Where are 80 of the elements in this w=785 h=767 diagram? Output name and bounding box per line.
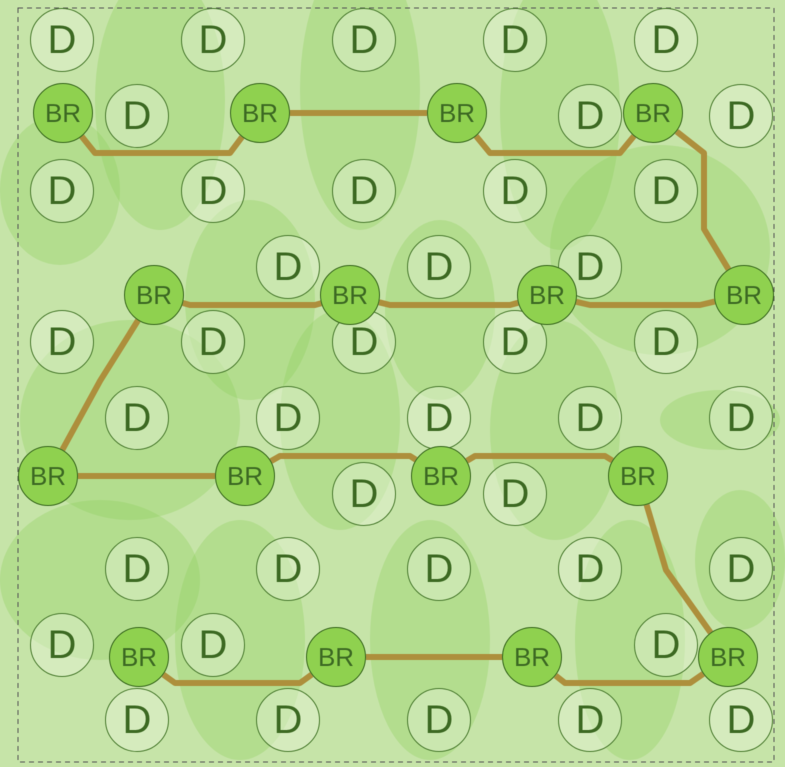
node-label: D [652,624,680,665]
node-label: D [48,20,76,60]
d-node-circle [407,234,471,299]
node-label: BR [120,644,158,670]
node-label: BR [422,463,460,489]
node-label: BR [30,463,66,489]
node-label: BR [710,644,746,670]
node-label: D [576,246,604,287]
node-label: D [48,171,76,212]
route-line [474,134,636,156]
node-label: D [726,700,756,740]
node-label: D [198,20,228,60]
node-label: BR [620,463,656,489]
node-label: D [274,549,302,590]
node-label: BR [332,282,368,308]
node-label: D [500,171,530,212]
route-line [60,318,141,452]
route-line [465,453,614,464]
d-node-circle [181,159,245,224]
node-label: BR [528,282,566,308]
route-line [270,453,418,464]
node-label: D [274,700,302,740]
node-label: BR [226,463,264,489]
node-label: BR [514,644,550,670]
route-line [162,672,314,686]
d-node-circle [181,612,245,677]
d-node-circle [709,386,773,450]
node-label: D [424,246,454,287]
node-label: D [424,549,454,590]
route-line [576,298,716,308]
node-label: D [48,624,76,665]
node-label: D [350,20,378,60]
d-node-circle [407,386,471,450]
node-label: D [726,398,756,438]
route-line [290,110,427,116]
node-label: D [122,398,152,438]
node-label: D [576,549,604,590]
node-label: D [350,322,378,362]
d-node-circle [332,462,396,526]
node-label: D [424,398,454,438]
route-line [366,654,502,660]
node-label: D [652,20,680,60]
route-line [674,129,732,271]
route-line [644,504,714,634]
node-label: D [726,549,756,590]
route-line [79,134,244,156]
node-label: D [198,624,228,665]
node-label: BR [242,100,278,126]
node-label: D [122,96,152,136]
node-label: BR [136,282,172,308]
node-label: D [652,322,680,362]
node-label: BR [438,100,476,126]
node-label: BR [318,644,354,670]
route-line [182,300,322,308]
node-label: D [350,474,378,514]
d-node-circle [634,612,698,677]
node-label: D [576,700,604,740]
route-line [78,473,215,479]
route-line [554,671,705,686]
node-label: D [48,322,76,362]
node-label: D [726,96,756,136]
node-label: D [274,398,302,438]
node-label: D [198,171,228,212]
node-label: D [350,171,378,212]
node-label: BR [634,100,672,126]
node-label: D [500,322,530,362]
node-label: D [274,246,302,287]
node-label: BR [44,100,82,126]
d-node-circle [558,386,622,450]
node-label: D [652,171,680,212]
node-label: D [122,549,152,590]
node-label: D [576,96,604,136]
node-label: D [500,20,530,60]
route-line [378,299,519,308]
node-label: D [576,398,604,438]
node-label: BR [726,282,762,308]
node-label: D [198,322,228,362]
node-label: D [500,474,530,514]
node-label: D [424,700,454,740]
node-label: D [122,700,152,740]
